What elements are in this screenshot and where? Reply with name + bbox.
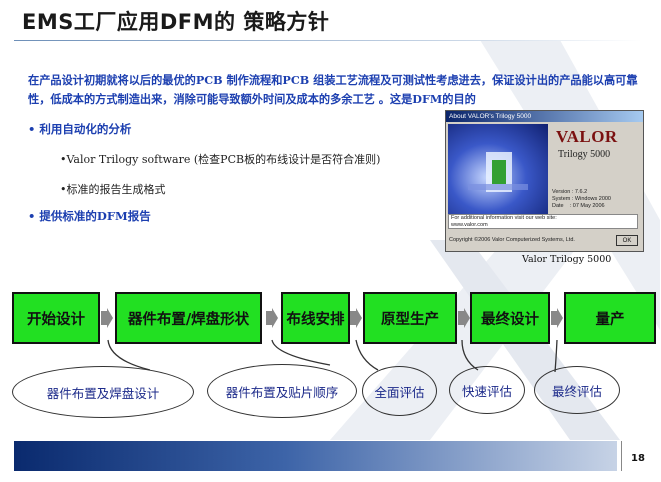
screenshot-splash-art bbox=[448, 124, 548, 221]
page-title: EMS工厂应用DFM的 策略方针 bbox=[22, 10, 330, 34]
step-mass-production: 量产 bbox=[564, 292, 656, 344]
flow-arrow-icon bbox=[458, 308, 470, 328]
step-final-design: 最终设计 bbox=[470, 292, 550, 344]
title-divider bbox=[14, 40, 642, 41]
eval-full-assessment: 全面评估 bbox=[362, 366, 437, 416]
valor-logo: VALOR bbox=[556, 127, 618, 146]
step-component-placement: 器件布置/焊盘形状 bbox=[115, 292, 262, 344]
screenshot-titlebar: About VALOR's Trilogy 5000 bbox=[446, 111, 643, 122]
flow-arrow-icon bbox=[350, 308, 362, 328]
intro-paragraph: 在产品设计初期就将以后的最优的PCB 制作流程和PCB 组装工艺流程及可测试性考… bbox=[28, 73, 638, 106]
eval-final-assessment: 最终评估 bbox=[534, 366, 620, 414]
footer-bar bbox=[14, 441, 617, 471]
pcb-graphic-icon bbox=[468, 152, 528, 192]
footer-divider bbox=[621, 441, 622, 471]
sub-bullet-report-format: •标准的报告生成格式 bbox=[60, 183, 166, 196]
step-routing: 布线安排 bbox=[281, 292, 350, 344]
screenshot-caption: Valor Trilogy 5000 bbox=[522, 254, 612, 265]
flow-arrow-icon bbox=[101, 308, 113, 328]
eval-quick-assessment: 快速评估 bbox=[449, 366, 525, 414]
step-prototype: 原型生产 bbox=[363, 292, 457, 344]
ok-button[interactable]: OK bbox=[616, 235, 638, 246]
sub-bullet-valor-software: •Valor Trilogy software (检查PCB板的布线设计是否符合… bbox=[60, 153, 381, 166]
website-info-field: For additional information visit our web… bbox=[448, 214, 638, 229]
website-url: www.valor.com bbox=[451, 222, 488, 228]
step-start-design: 开始设计 bbox=[12, 292, 100, 344]
bullet-automated-analysis: • 利用自动化的分析 bbox=[28, 122, 132, 136]
version-info: Version : 7.6.2 System : Windows 2000 Da… bbox=[552, 189, 611, 209]
product-name: Trilogy 5000 bbox=[558, 149, 611, 160]
bullet-dfm-report: • 提供标准的DFM报告 bbox=[28, 209, 151, 223]
eval-component-pad-design: 器件布置及焊盘设计 bbox=[12, 366, 194, 418]
eval-placement-sequence: 器件布置及贴片顺序 bbox=[207, 364, 357, 418]
valor-about-screenshot: About VALOR's Trilogy 5000 VALOR Trilogy… bbox=[445, 110, 644, 252]
flow-arrow-icon bbox=[551, 308, 563, 328]
website-info-line: For additional information visit our web… bbox=[451, 215, 557, 221]
copyright-text: Copyright ©2006 Valor Computerized Syste… bbox=[449, 237, 575, 243]
flow-arrow-icon bbox=[266, 308, 278, 328]
page-number: 18 bbox=[631, 453, 645, 464]
